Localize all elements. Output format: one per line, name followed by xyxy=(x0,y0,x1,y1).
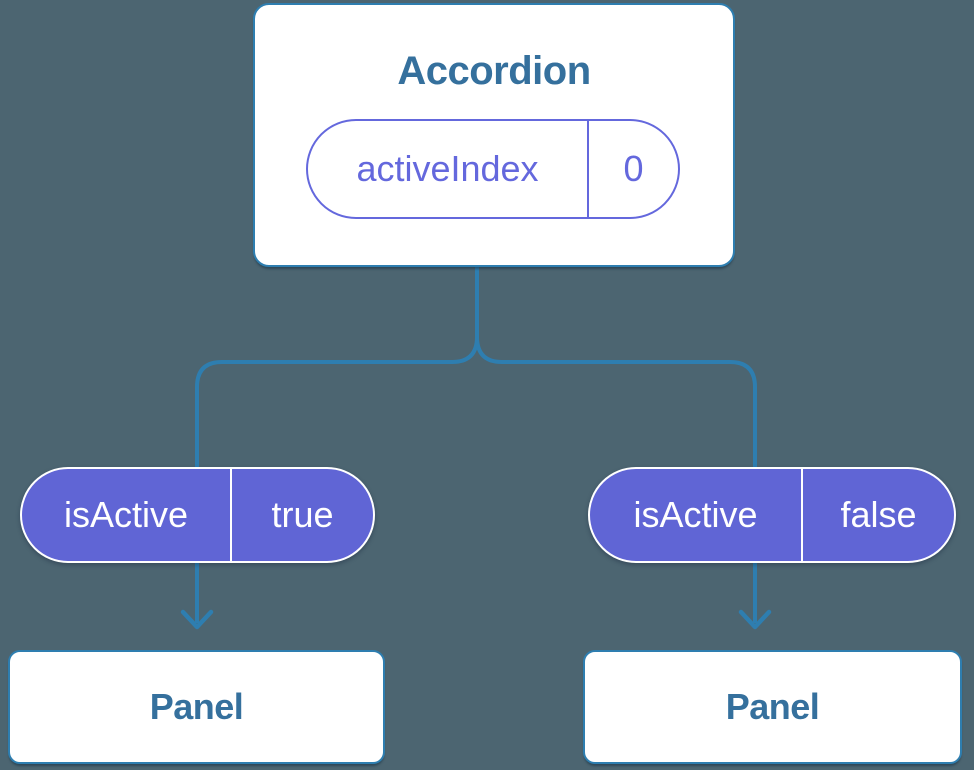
prop-pill-right: isActive false xyxy=(588,467,956,563)
state-pill-value: 0 xyxy=(623,148,644,189)
prop-pill-left-value: true xyxy=(271,494,334,535)
prop-pill-left-name: isActive xyxy=(22,469,232,561)
prop-pill-right-value: false xyxy=(840,494,917,535)
tree-connector-right xyxy=(475,266,757,623)
state-pill-name: activeIndex xyxy=(308,121,589,217)
panel-card-right: Panel xyxy=(583,650,962,764)
state-pill: activeIndex 0 xyxy=(306,119,680,219)
prop-pill-right-name: isActive xyxy=(590,469,803,561)
down-arrowhead-left-icon xyxy=(180,609,214,630)
prop-pill-left: isActive true xyxy=(20,467,375,563)
panel-card-left: Panel xyxy=(8,650,385,764)
tree-connector-left xyxy=(195,266,479,623)
down-arrowhead-right-icon xyxy=(738,609,772,630)
accordion-card: Accordion activeIndex 0 xyxy=(253,3,735,267)
accordion-card-title: Accordion xyxy=(397,49,591,93)
